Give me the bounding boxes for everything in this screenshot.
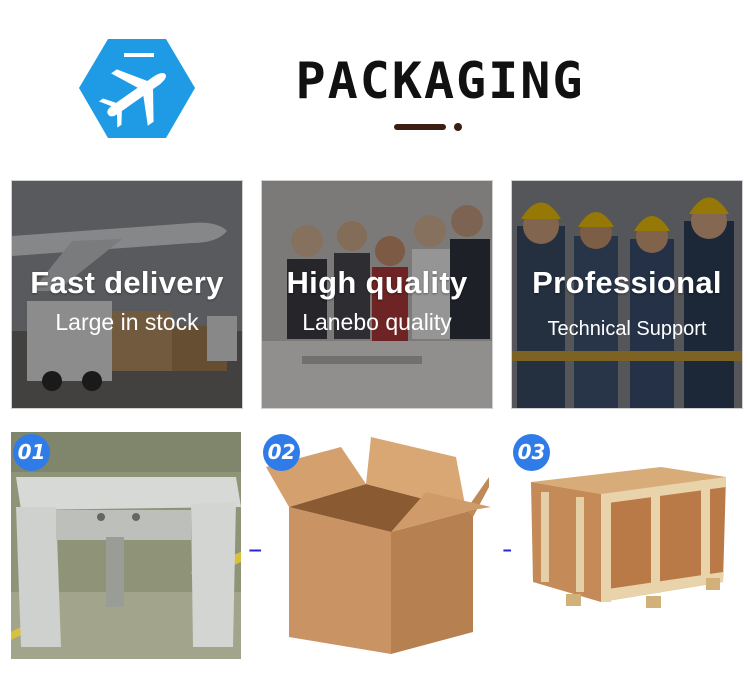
feature-title: Professional: [532, 265, 722, 300]
feature-card-fast-delivery: Fast delivery Large in stock: [11, 180, 243, 409]
feature-subtitle: Technical Support: [547, 318, 707, 340]
step-wrapped-product: 01: [11, 432, 241, 659]
step-wooden-crate: 03: [511, 432, 741, 659]
page-title: PACKAGING: [295, 52, 585, 110]
feature-title: Fast delivery: [30, 265, 224, 300]
construction-workers-photo: [512, 181, 742, 408]
cardboard-box-photo: [261, 432, 491, 659]
card-overlay: [512, 181, 742, 408]
wooden-crate-photo: [511, 432, 741, 659]
divider-dot: [454, 123, 462, 131]
feature-subtitle: Lanebo quality: [302, 309, 452, 335]
feature-card-high-quality: High quality Lanebo quality: [261, 180, 493, 409]
airplane-logo-icon: [78, 37, 196, 140]
step-number-badge: 03: [513, 434, 550, 471]
title-divider: [394, 123, 466, 132]
feature-card-professional: Professional Technical Support: [511, 180, 743, 409]
feature-subtitle: Large in stock: [55, 309, 199, 335]
card-overlay: [12, 181, 242, 408]
airplane-truck-photo: [12, 181, 242, 408]
wrapped-product-photo: [11, 432, 241, 659]
step-number-badge: 02: [263, 434, 300, 471]
step-number-badge: 01: [13, 434, 50, 471]
business-team-photo: [262, 181, 492, 408]
feature-title: High quality: [286, 265, 468, 300]
step-cardboard-box: 02: [261, 432, 491, 659]
card-overlay: [262, 181, 492, 408]
divider-dash: [394, 124, 446, 130]
